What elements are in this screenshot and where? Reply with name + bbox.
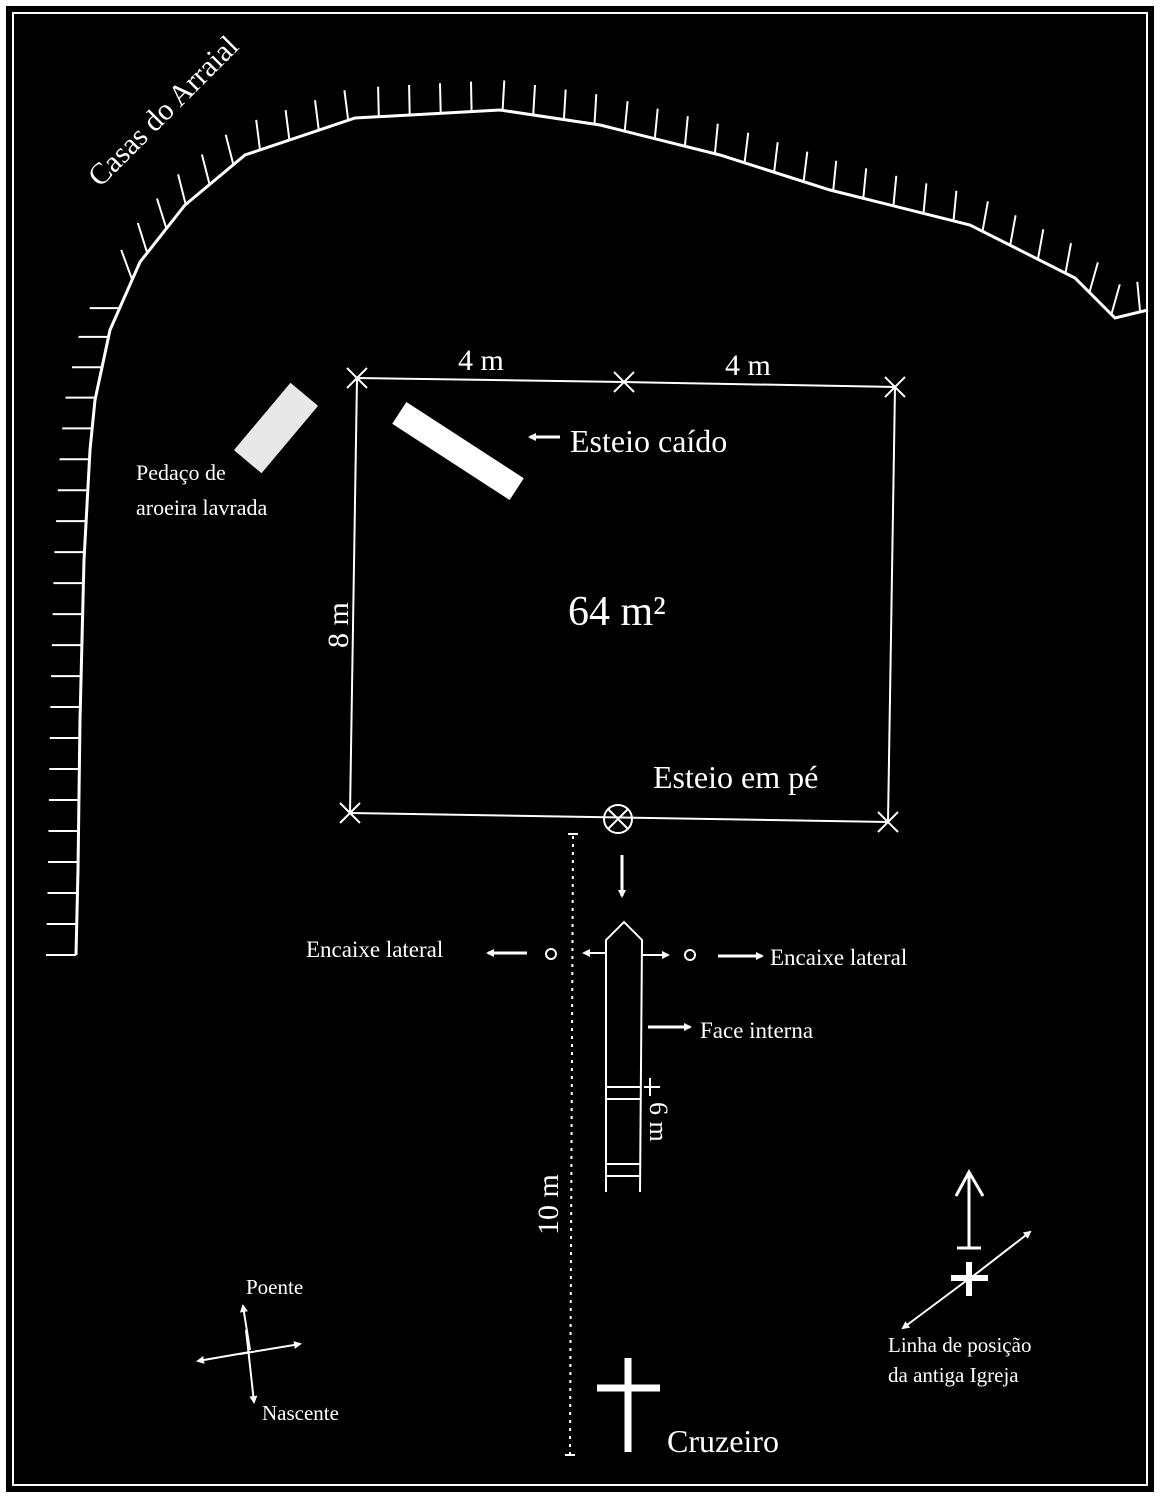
- church-label-1: Linha de posição: [888, 1333, 1031, 1357]
- wood-piece-label-1: Pedaço de: [136, 460, 226, 485]
- inner-face-label: Face interna: [700, 1018, 813, 1043]
- cross-label: Cruzeiro: [667, 1423, 779, 1459]
- distance-ticks: [565, 833, 578, 1456]
- lateral-socket-right: [684, 949, 696, 961]
- hill-hachures: [46, 80, 1142, 956]
- wood-piece: [233, 382, 319, 474]
- inner-frame: [12, 12, 1148, 1486]
- area-label: 64 m²: [568, 589, 666, 635]
- fallen-post: [392, 401, 524, 501]
- lateral-socket-left: [545, 948, 557, 960]
- arrow-icon: [901, 1277, 971, 1330]
- lateral-right-label: Encaixe lateral: [770, 945, 907, 970]
- arrow-icon: [245, 1329, 258, 1404]
- west-label: Poente: [246, 1275, 303, 1299]
- dim-top-right: 4 m: [725, 349, 771, 382]
- distance-label: 10 m: [532, 1174, 565, 1235]
- hill-edge: [46, 80, 1149, 956]
- arrow-icon: [239, 1341, 302, 1355]
- dim-left: 8 m: [322, 602, 355, 648]
- wood-piece-label-2: aroeira lavrada: [136, 495, 268, 520]
- dim-top-left: 4 m: [458, 344, 504, 377]
- cross-icon: [597, 1358, 660, 1452]
- east-label: Nascente: [262, 1401, 339, 1425]
- fallen-post-label: Esteio caído: [570, 423, 727, 459]
- arrow-icon: [239, 1304, 251, 1351]
- post-length-label: 6 m: [644, 1102, 673, 1142]
- corner-markers: [339, 367, 906, 833]
- hill-line: [74, 108, 1149, 956]
- standing-post-icon: [603, 804, 633, 834]
- lateral-left-label: Encaixe lateral: [306, 937, 443, 962]
- building-outline: [348, 377, 897, 824]
- post-drawing: [605, 920, 660, 1193]
- standing-post-label: Esteio em pé: [653, 759, 818, 795]
- arrow-icon: [967, 1230, 1032, 1281]
- north-arrow-icon: [954, 1168, 985, 1250]
- background: [6, 6, 1154, 1492]
- church-label-2: da antiga Igreja: [888, 1363, 1019, 1387]
